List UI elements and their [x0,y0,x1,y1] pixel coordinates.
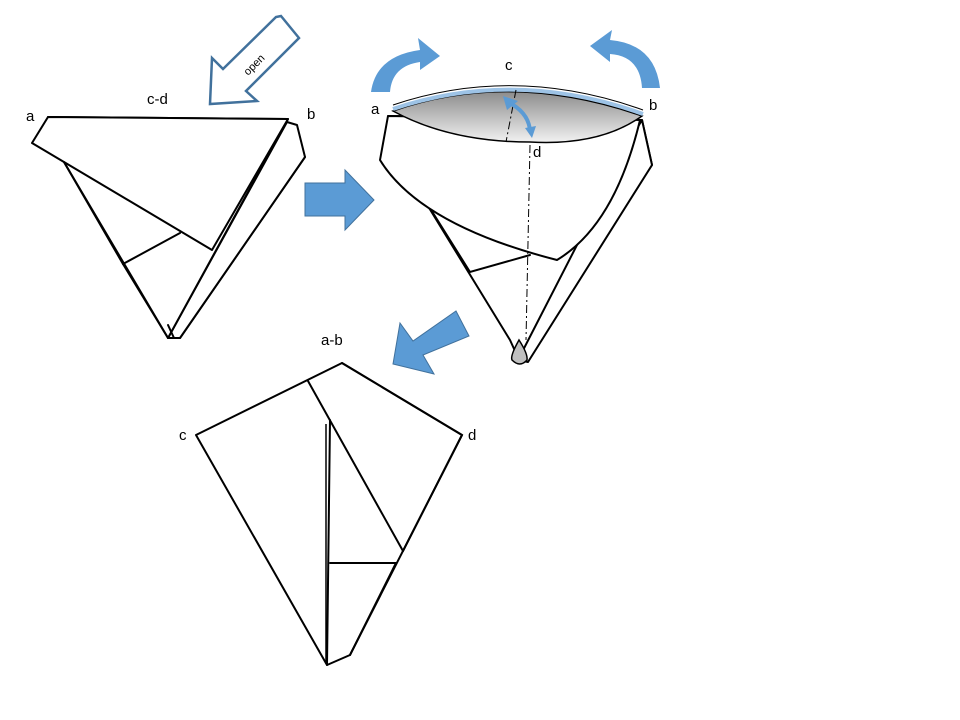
step3-left-fold [307,380,404,552]
step2-label-b: b [649,97,657,114]
step2-label-d: d [533,144,541,161]
step1-front-flap [31,116,289,251]
step3-label-d: d [468,427,476,444]
step3-figure: a-b c d [179,332,476,666]
step2-top-crease [505,89,517,143]
step2-rim [392,87,644,116]
step2-tip [510,338,528,365]
step1-inner-fold-2 [122,263,169,339]
step2-figure: a b c d [371,57,657,365]
step1-figure: a b c-d [26,91,315,339]
step1-label-b: b [307,106,315,123]
curved-arrow-right-icon [371,38,440,92]
step3-label-ab: a-b [321,332,343,349]
step3-lower-edge [349,562,397,656]
step1-tip-edge [167,324,175,339]
step3-right-top [341,362,464,552]
step1-label-a: a [26,108,35,125]
step2-rim-outline [392,85,644,111]
step2-label-a: a [371,101,380,118]
open-arrow-icon: open [208,14,301,106]
double-headed-arrow-icon [503,96,536,138]
down-left-arrow-icon [392,310,470,375]
step3-label-c: c [179,427,187,444]
step2-inner-fold [427,204,531,274]
right-arrow-icon [304,168,375,232]
curved-arrow-left-icon [590,30,660,88]
step2-center-crease [525,144,531,341]
step2-front-flap [379,115,641,261]
step3-center-line [326,419,331,666]
step1-label-cd: c-d [147,91,168,108]
step2-label-c: c [505,57,513,74]
